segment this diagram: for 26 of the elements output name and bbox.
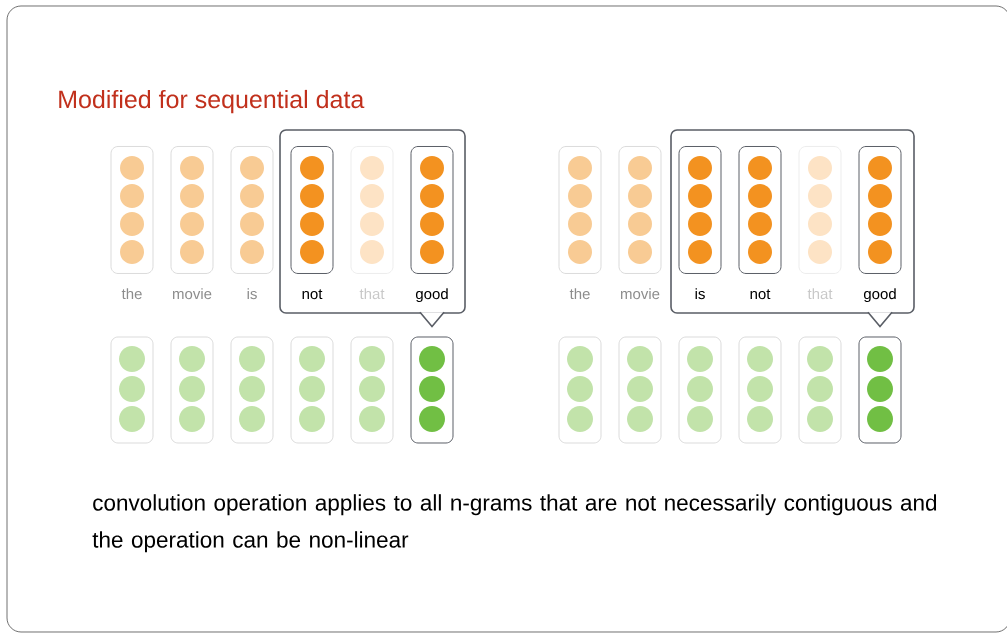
word-label: movie bbox=[173, 288, 212, 300]
word-label: good bbox=[863, 288, 896, 303]
word-label: is bbox=[695, 288, 705, 300]
vector-column bbox=[350, 336, 394, 444]
slide-title: Modified for sequential data bbox=[59, 89, 365, 114]
vector-column bbox=[858, 336, 902, 444]
callout-pointer bbox=[419, 311, 445, 328]
vector-column bbox=[798, 336, 842, 444]
word-label: is bbox=[247, 288, 257, 300]
vector-column bbox=[230, 336, 274, 444]
vector-column bbox=[110, 336, 154, 444]
vector-column bbox=[170, 336, 214, 444]
vector-column bbox=[558, 336, 602, 444]
callout-pointer bbox=[867, 311, 893, 328]
vector-column bbox=[738, 336, 782, 444]
word-label: good bbox=[415, 288, 448, 303]
vector-column bbox=[618, 336, 662, 444]
word-label: movie bbox=[621, 288, 660, 300]
word-label: the bbox=[121, 288, 142, 300]
word-label: the bbox=[569, 288, 590, 300]
vector-column bbox=[410, 336, 454, 444]
vector-column bbox=[678, 336, 722, 444]
vector-column bbox=[290, 336, 334, 444]
caption-text: convolution operation applies to all n-grams that are not necessarily contiguous and the operation can be non-linear bbox=[92, 494, 937, 553]
word-label: not bbox=[750, 289, 771, 300]
word-label: not bbox=[302, 289, 323, 300]
